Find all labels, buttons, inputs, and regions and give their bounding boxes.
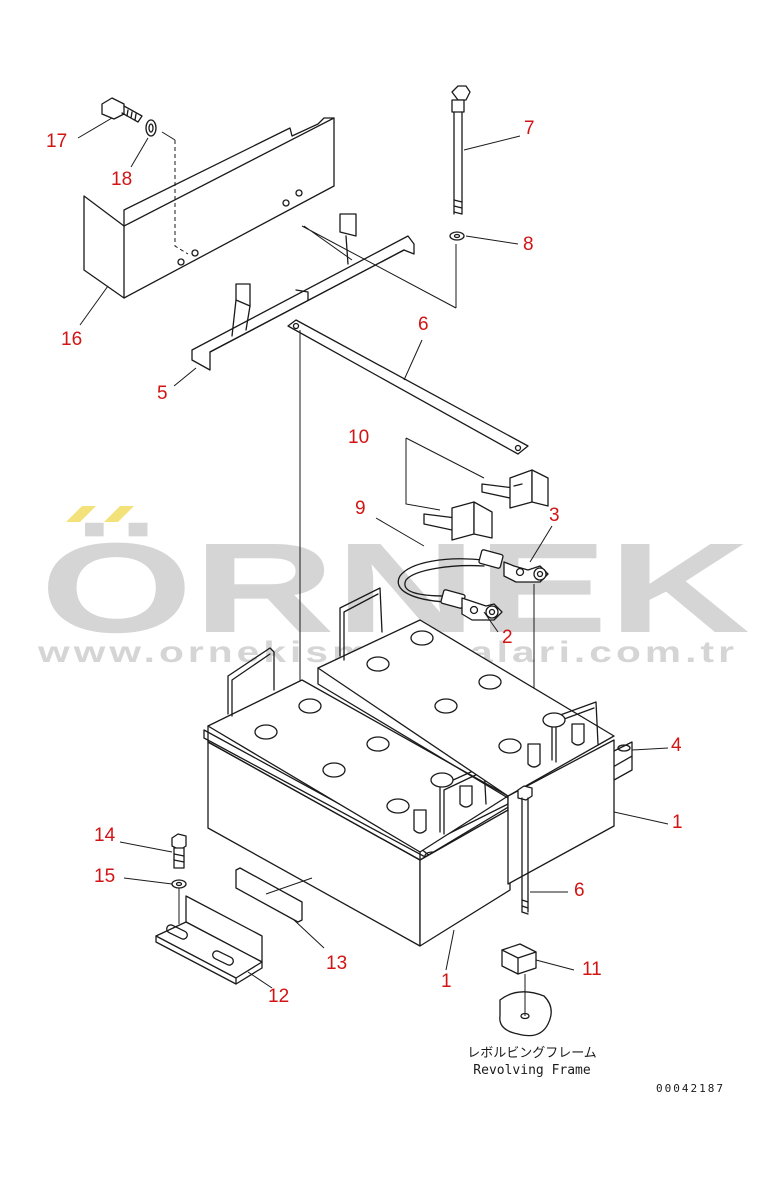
battery-cable (397, 549, 504, 609)
cable-terminal-lower (461, 597, 503, 621)
callout-8: 8 (523, 234, 534, 255)
mounting-bolt (171, 833, 187, 869)
callout-11: 11 (582, 959, 602, 980)
callout-18: 18 (111, 169, 132, 190)
battery-rear-caps (366, 630, 566, 754)
watermark-accent-right (104, 506, 134, 522)
callout-6-top: 6 (418, 314, 429, 335)
callout-10: 10 (348, 427, 369, 448)
callout-12: 12 (268, 986, 289, 1007)
hold-rod-bottom (521, 797, 529, 915)
terminal-cap-upper (481, 469, 549, 509)
caution-label-plate (235, 867, 303, 923)
callout-14: 14 (94, 825, 116, 846)
long-bolt-washer (449, 231, 465, 241)
watermark-accent-left (66, 506, 96, 522)
revolving-frame-mount (499, 991, 552, 1037)
callout-15: 15 (94, 866, 115, 887)
document-number: 00042187 (656, 1082, 725, 1095)
callout-7: 7 (524, 118, 535, 139)
frame-nut (501, 943, 537, 975)
cable-terminal-upper (503, 561, 549, 583)
battery-front (207, 647, 511, 947)
callout-5: 5 (157, 383, 168, 404)
callout-9: 9 (355, 498, 366, 519)
battery-hold-bracket (191, 213, 415, 371)
callout-numbers: 17 18 16 5 7 8 6 10 9 3 2 4 1 6 11 14 15… (46, 118, 683, 1007)
battery-front-caps (254, 698, 454, 814)
callout-6-bottom: 6 (574, 880, 585, 901)
callout-3: 3 (549, 505, 560, 526)
mounting-bracket (155, 895, 263, 985)
callout-2: 2 (502, 627, 513, 648)
leader-lines (77, 117, 669, 989)
callout-1-bottom: 1 (441, 971, 452, 992)
cover-bolt (101, 97, 143, 123)
callout-1-right: 1 (672, 812, 683, 833)
caption-japanese: レボルビングフレーム (467, 1046, 597, 1061)
callout-4: 4 (671, 735, 682, 756)
battery-cover-plate (83, 117, 335, 299)
callout-17: 17 (46, 131, 67, 152)
cover-washer (145, 119, 157, 137)
callout-16: 16 (61, 329, 82, 350)
hold-strap-top (287, 319, 529, 455)
terminal-cap-lower (423, 501, 493, 541)
callout-13: 13 (326, 953, 347, 974)
assembly-line-cover (174, 140, 189, 255)
caption-english: Revolving Frame (473, 1063, 591, 1078)
mounting-washer (171, 879, 187, 889)
battery-rear (317, 587, 615, 885)
long-hold-bolt (451, 85, 471, 215)
